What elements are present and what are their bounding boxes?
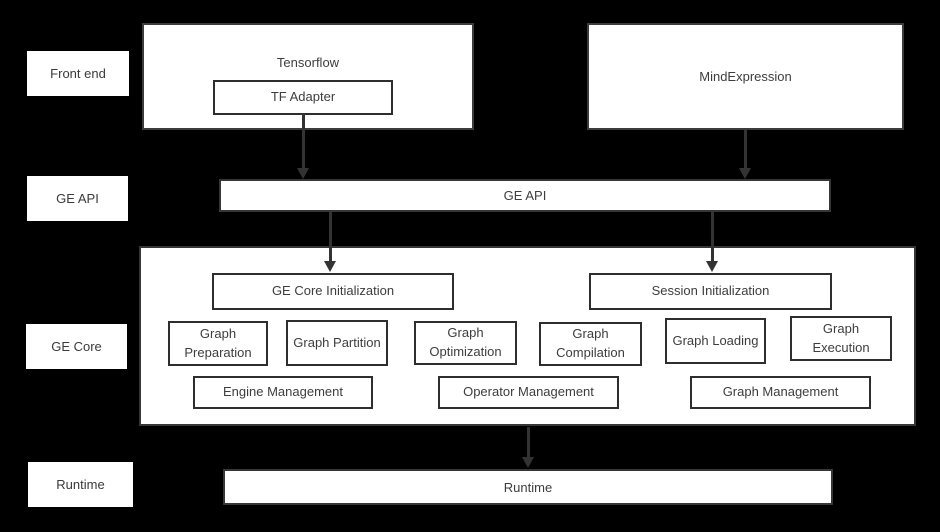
graph-management-box: Graph Management <box>690 376 871 409</box>
graph-optimization-box: Graph Optimization <box>414 321 517 365</box>
row-label-ge-api: GE API <box>27 176 128 221</box>
arrow-tf-adapter-to-ge-api-icon <box>297 113 309 179</box>
ge-core-initialization-box: GE Core Initialization <box>212 273 454 310</box>
session-initialization-box: Session Initialization <box>589 273 832 310</box>
graph-preparation-box: Graph Preparation <box>168 321 268 366</box>
tf-adapter-box: TF Adapter <box>213 80 393 115</box>
ge-core-container: GE Core Initialization Session Initializ… <box>139 246 916 426</box>
runtime-bar: Runtime <box>223 469 833 505</box>
ge-api-bar: GE API <box>219 179 831 212</box>
operator-management-box: Operator Management <box>438 376 619 409</box>
arrow-mindexpression-to-ge-api-icon <box>739 130 751 179</box>
graph-partition-box: Graph Partition <box>286 320 388 366</box>
arrow-ge-api-to-session-initialization-icon <box>706 212 718 272</box>
tensorflow-box: Tensorflow TF Adapter <box>142 23 474 130</box>
mindexpression-box: MindExpression <box>587 23 904 130</box>
graph-compilation-box: Graph Compilation <box>539 322 642 366</box>
engine-management-box: Engine Management <box>193 376 373 409</box>
graph-loading-box: Graph Loading <box>665 318 766 364</box>
arrow-ge-core-to-runtime-icon <box>522 427 534 468</box>
arrow-ge-api-to-ge-core-initialization-icon <box>324 212 336 272</box>
row-label-ge-core: GE Core <box>26 324 127 369</box>
row-label-runtime: Runtime <box>28 462 133 507</box>
row-label-front-end: Front end <box>27 51 129 96</box>
tensorflow-title: Tensorflow <box>276 55 340 70</box>
graph-execution-box: Graph Execution <box>790 316 892 361</box>
